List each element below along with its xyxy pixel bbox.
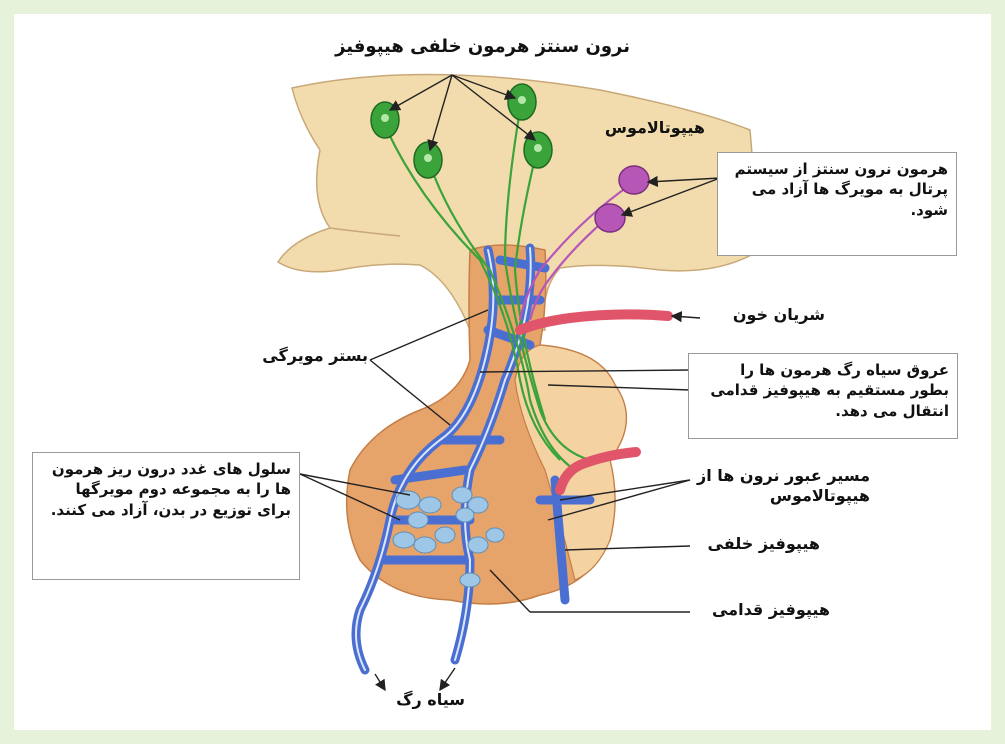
label-hypothalamus: هیپوتالاموس <box>575 118 705 138</box>
box-portal-veins: عروق سیاه رگ هرمون ها را بطور مستقیم به … <box>688 353 958 439</box>
box-endocrine-cells: سلول های غدد درون ریز هرمون ها را به مجم… <box>32 452 300 580</box>
box-portal-release: هرمون نرون سنتز از سیستم پرتال به مویرگ … <box>717 152 957 256</box>
label-axon-path: مسیر عبور نرون ها از هیپوتالاموس <box>695 466 870 506</box>
label-neuron-synth: نرون سنتز هرمون خلفی هیپوفیز <box>300 36 630 59</box>
label-anterior-pituitary: هیپوفیز قدامی <box>690 600 830 620</box>
label-vein: سیاه رگ <box>375 690 465 710</box>
label-capillary-bed: بستر مویرگی <box>240 346 368 366</box>
label-posterior-pituitary: هیپوفیز خلفی <box>690 534 820 554</box>
label-artery: شریان خون <box>705 305 825 325</box>
